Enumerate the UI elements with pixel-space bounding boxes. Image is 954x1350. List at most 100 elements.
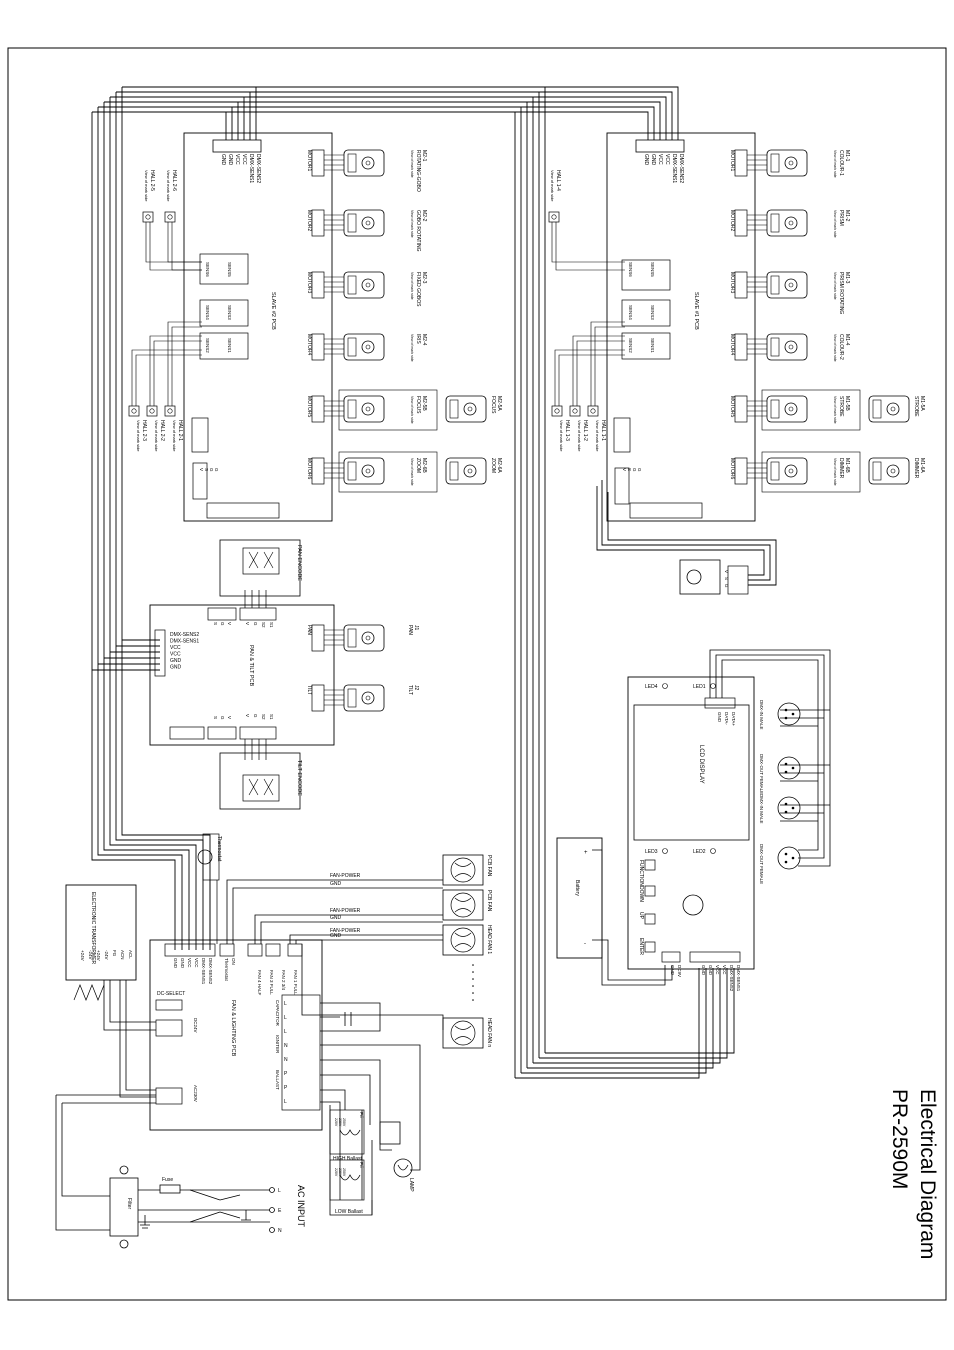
slave2-motor-body xyxy=(343,209,385,237)
slave2-hall-sensor xyxy=(164,211,176,223)
ballast-tap-label: 220V xyxy=(334,1118,338,1127)
page-frame xyxy=(7,47,947,1301)
slave2-motor-body xyxy=(343,333,385,361)
slave1-motor-name: COLOUR-1 xyxy=(838,150,844,176)
ac-input-pin-label: E xyxy=(278,1208,282,1214)
slave2-hall-wire xyxy=(167,222,202,263)
dmx-connector-label: DMX-IN MALE xyxy=(759,700,764,730)
slave2-motor-connector xyxy=(311,333,325,361)
pan-encoder-board xyxy=(219,539,301,597)
slave1-motor-note: View of mark side xyxy=(833,334,837,362)
slave2-sens-label: SENS2 xyxy=(205,338,210,353)
dmx-connector-pin1 xyxy=(784,802,788,806)
led-label: LED1 xyxy=(693,684,706,690)
slave1-hall-label: HALL 1-4 xyxy=(555,170,561,191)
slave2-sens-label: SENS1 xyxy=(227,338,232,353)
slave2-motor xyxy=(343,271,385,299)
terminal-pin-label: L xyxy=(284,1015,287,1021)
tilt-pin-label: S xyxy=(213,716,218,719)
fan-pcb-header-pin-label: GND xyxy=(173,958,178,969)
slave1-hall-sensor xyxy=(551,405,563,417)
dmx-connector xyxy=(777,846,801,870)
battery-minus-label: - xyxy=(584,941,586,947)
pan-encoder-label: PAN ENCODE xyxy=(296,545,302,581)
slave1-header-pin-label: GND xyxy=(650,154,656,166)
slave1-motor-shaft xyxy=(788,344,794,350)
fan-blades xyxy=(454,862,472,878)
slave1-motor-name: DIMMER xyxy=(838,458,844,479)
slave2-motor-id: M2-5B xyxy=(421,396,427,411)
terminal-pin-label: L xyxy=(284,1099,287,1105)
slave2-extra-motor-pins xyxy=(449,399,459,419)
fan-ring xyxy=(450,927,476,953)
slave2-hall-label: HALL 2-1 xyxy=(177,420,183,441)
battery-plus-label: + xyxy=(584,850,588,856)
slave2-extra-motor-body xyxy=(445,395,487,423)
fan-wire-label: GND xyxy=(330,881,342,887)
led-indicator xyxy=(662,848,668,854)
pan-tilt-pcb-label: PAN & TILT PCB xyxy=(248,645,254,686)
dmx-connector-label: DMX-OUT FEMALE xyxy=(759,754,764,794)
slave1-extra-motor-pins xyxy=(872,399,882,419)
fan-pcb-fan-connector-label: FAN 3 FULL xyxy=(269,970,274,995)
slave1-extra-motor-shaft xyxy=(890,406,896,412)
electronic-transformer xyxy=(65,884,156,1098)
fan xyxy=(442,854,484,886)
slave2-motor-shaft xyxy=(365,468,371,474)
ballast-tap-label: 250V xyxy=(342,1118,346,1127)
tilt-enc-pin-label: S1 xyxy=(269,714,274,720)
slave2-motor-id: M2-1 xyxy=(421,150,427,162)
transformer-pin-label: ACN xyxy=(120,950,125,960)
lamp xyxy=(393,1158,413,1178)
slave2-hall-wire xyxy=(167,321,202,406)
fan-wires xyxy=(226,879,444,1030)
fan-pcb-header-pin-label: DMX-SENS1 xyxy=(201,958,206,985)
slave2-motor-rotor xyxy=(361,278,375,292)
display-bottom-pin-label: DMX-SENS1 xyxy=(736,965,741,992)
fan-ellipsis-dot xyxy=(472,992,474,994)
battery-pack xyxy=(556,837,673,986)
pan-tilt-motor-connector xyxy=(311,624,325,652)
lcd-display-board xyxy=(627,649,831,970)
slave1-vsg-label: V xyxy=(622,468,627,471)
slave1-header-pin-label: DMX-SENS2 xyxy=(678,154,684,183)
transformer-pin-label: -24V xyxy=(104,950,109,960)
slave2-header-pin-label: GND xyxy=(220,154,226,166)
fan-ring xyxy=(450,857,476,883)
slave1-motor-body xyxy=(766,333,808,361)
slave1-motor-rotor xyxy=(784,216,798,230)
pan-tilt-header-pin-label: DMX-SENS2 xyxy=(170,632,199,638)
display-data-pin-label: DATA+ xyxy=(731,712,736,726)
battery-label: Battery xyxy=(574,880,580,896)
slave2-extra-motor-rotor xyxy=(463,402,477,416)
tilt-pin-label: V xyxy=(227,716,232,719)
slave1-extra-motor-name: STROBE xyxy=(913,396,919,417)
slave1-hall-sensor-dot xyxy=(551,214,557,220)
ac230v-label: AC230V xyxy=(193,1085,198,1102)
slave1-motor-connector xyxy=(734,457,748,485)
slave2-header-pin-label: VCC xyxy=(234,154,240,165)
dmx-connector-pin3 xyxy=(791,766,795,770)
slave1-header-pin-label: VCC xyxy=(664,154,670,165)
fan-wire-label: GND xyxy=(330,915,342,921)
fan-pcb-label: FAN & LIGHTING PCB xyxy=(230,1000,236,1057)
slave2-extra-motor-shaft xyxy=(467,406,473,412)
slave2-vsg-label: G xyxy=(214,468,219,472)
slave2-motor-pins xyxy=(347,153,357,173)
pan-tilt-motor-body xyxy=(343,684,385,712)
slave2-motor-shaft xyxy=(365,160,371,166)
slave2-motor-connector-label: MOTOR3 xyxy=(306,272,312,294)
slave2-extra-motor-shaft xyxy=(467,468,473,474)
fan-pcb-fan-connector-label: FAN 4 HALF xyxy=(257,970,262,996)
slave1-motor-connector-label: MOTOR2 xyxy=(729,210,735,232)
slave1-header-pin-label: VCC xyxy=(657,154,663,165)
slave2-header-pin-label: VCC xyxy=(241,154,247,165)
slave1-motor-shaft xyxy=(788,406,794,412)
slave1-hall-sub: View of mark side xyxy=(559,420,564,452)
slave1-hall-wire xyxy=(572,335,625,406)
slave1-extra-motor-rotor xyxy=(886,402,900,416)
fan-blades xyxy=(454,897,472,913)
slave1-motor-connector xyxy=(734,333,748,361)
dmx-connector-pin2 xyxy=(784,810,788,814)
